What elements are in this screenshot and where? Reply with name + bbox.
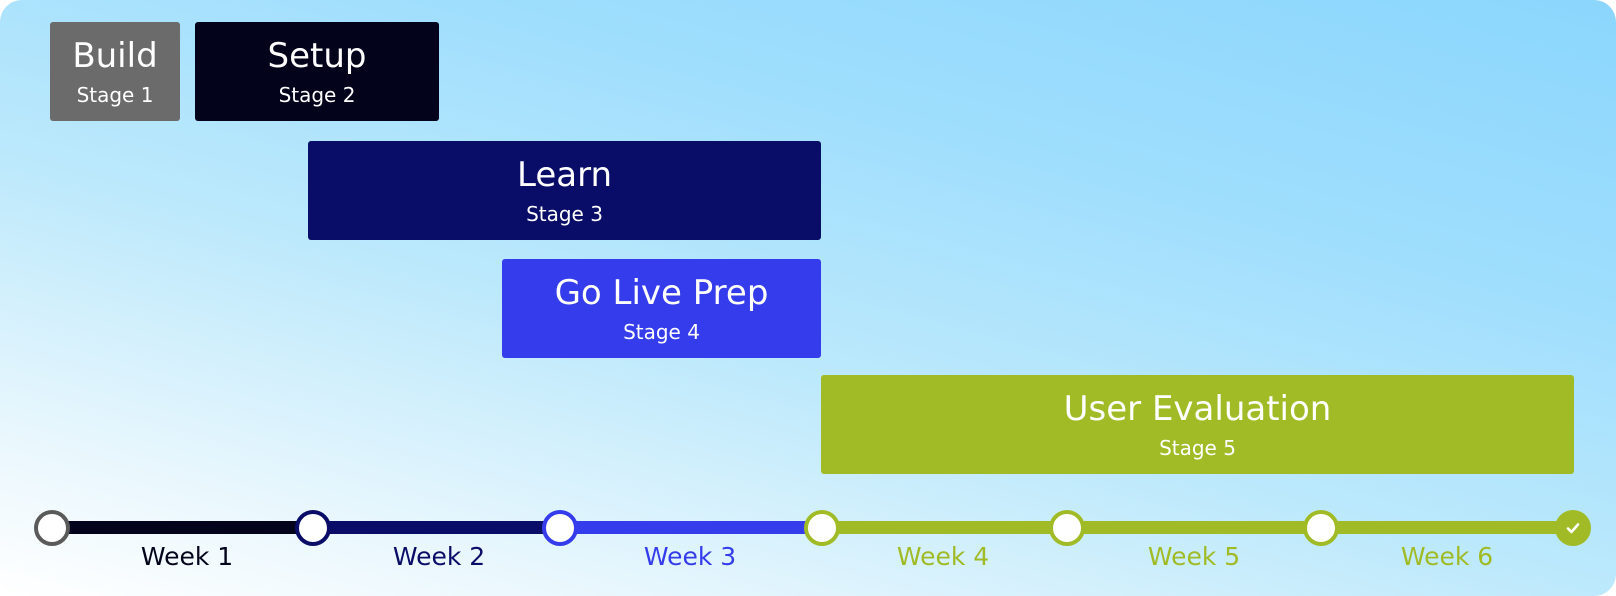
stage-subtitle: Stage 4 (623, 319, 700, 344)
stage-build: Build Stage 1 (50, 22, 180, 121)
timeline-segment-week-3 (560, 521, 822, 534)
week-label-5: Week 5 (1147, 542, 1241, 571)
timeline-node (542, 510, 578, 546)
timeline-node (1049, 510, 1085, 546)
week-label-3: Week 3 (643, 542, 737, 571)
timeline-node (1303, 510, 1339, 546)
week-label-6: Week 6 (1400, 542, 1494, 571)
stage-title: Setup (267, 35, 367, 76)
check-icon (1566, 523, 1580, 534)
week-label-4: Week 4 (896, 542, 990, 571)
stage-go-live-prep: Go Live Prep Stage 4 (502, 259, 821, 358)
stage-subtitle: Stage 5 (1159, 435, 1236, 460)
stage-title: Build (72, 35, 158, 76)
timeline-segment-weeks-4-6 (822, 521, 1574, 534)
week-label-2: Week 2 (392, 542, 486, 571)
timeline-node (804, 510, 840, 546)
timeline-node (34, 510, 70, 546)
timeline-end-node (1555, 510, 1591, 546)
stage-title: User Evaluation (1063, 388, 1332, 429)
stage-title: Learn (516, 154, 613, 195)
timeline-node (295, 510, 331, 546)
stage-learn: Learn Stage 3 (308, 141, 821, 240)
stage-subtitle: Stage 3 (526, 201, 603, 226)
stage-user-evaluation: User Evaluation Stage 5 (821, 375, 1574, 474)
stage-subtitle: Stage 2 (278, 82, 356, 107)
stage-subtitle: Stage 1 (76, 82, 154, 107)
stage-setup: Setup Stage 2 (195, 22, 439, 121)
week-label-1: Week 1 (140, 542, 234, 571)
stage-title: Go Live Prep (554, 272, 769, 313)
timeline-segment-week-1 (52, 521, 314, 534)
timeline-segment-week-2 (314, 521, 560, 534)
